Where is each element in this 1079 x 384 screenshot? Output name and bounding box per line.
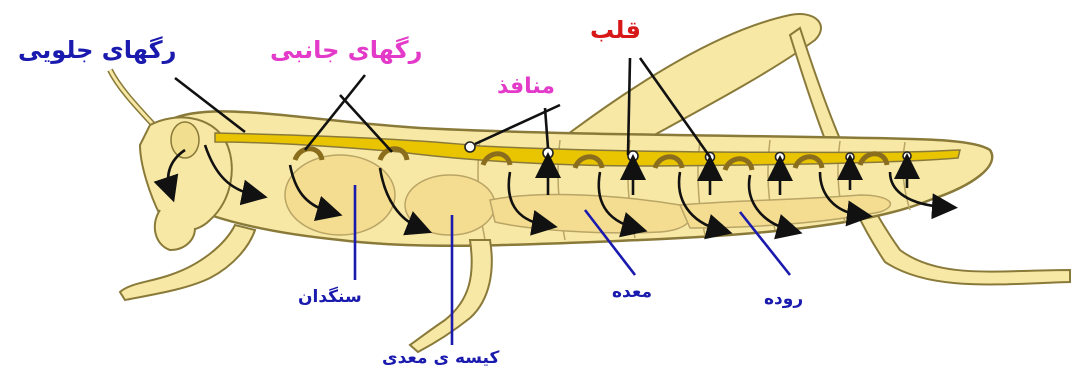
label-crop: سنگدان (298, 287, 362, 307)
label-ostia: منافذ (497, 74, 555, 99)
label-stomach: معده (612, 282, 652, 302)
label-gastric-caeca: کیسه ی معدی (382, 348, 499, 368)
compound-eye (171, 122, 199, 158)
label-intestine: روده (764, 289, 803, 309)
label-heart: قلب (590, 16, 641, 44)
label-lateral-vessels: رگهای جانبی (270, 36, 422, 64)
label-front-vessels: رگهای جلویی (18, 36, 176, 64)
